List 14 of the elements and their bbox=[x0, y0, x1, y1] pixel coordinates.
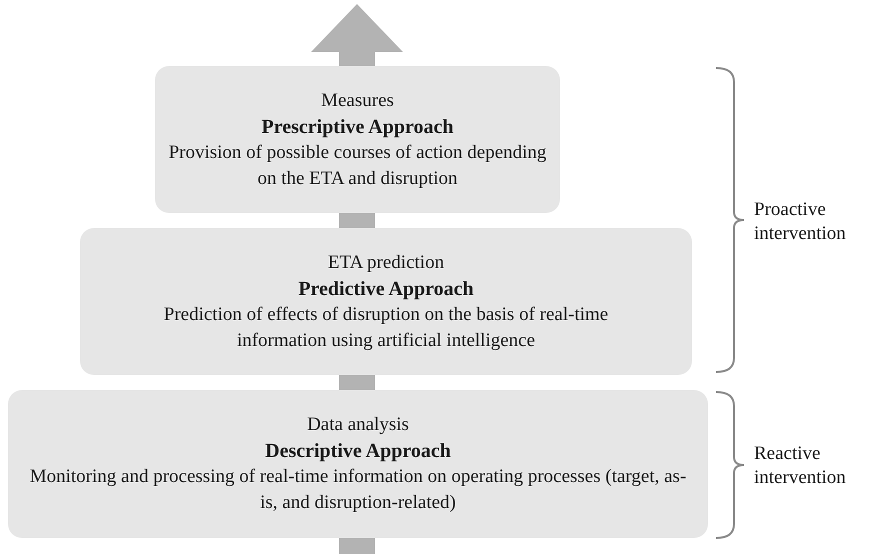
box-heading: Data analysis bbox=[307, 413, 409, 437]
box-heading: ETA prediction bbox=[328, 250, 444, 274]
approach-title: Descriptive Approach bbox=[265, 439, 451, 464]
approach-title: Predictive Approach bbox=[298, 276, 474, 302]
approach-description: Provision of possible courses of action depending on the ETA and disruption bbox=[168, 140, 548, 190]
bracket-label: Reactive intervention bbox=[754, 442, 847, 490]
approach-box bbox=[8, 390, 708, 538]
approach-title: Prescriptive Approach bbox=[261, 114, 454, 140]
bracket-label: Proactive intervention bbox=[754, 198, 847, 246]
approach-description: Prediction of effects of disruption on the basis of real-time information using artificial intelligence bbox=[162, 302, 610, 352]
box-heading: Measures bbox=[321, 88, 394, 112]
approach-description: Monitoring and processing of real-time information on operating processes (target, as-is, and disruption-related) bbox=[28, 465, 688, 515]
approach-box bbox=[80, 228, 692, 375]
approach-box bbox=[155, 66, 560, 213]
